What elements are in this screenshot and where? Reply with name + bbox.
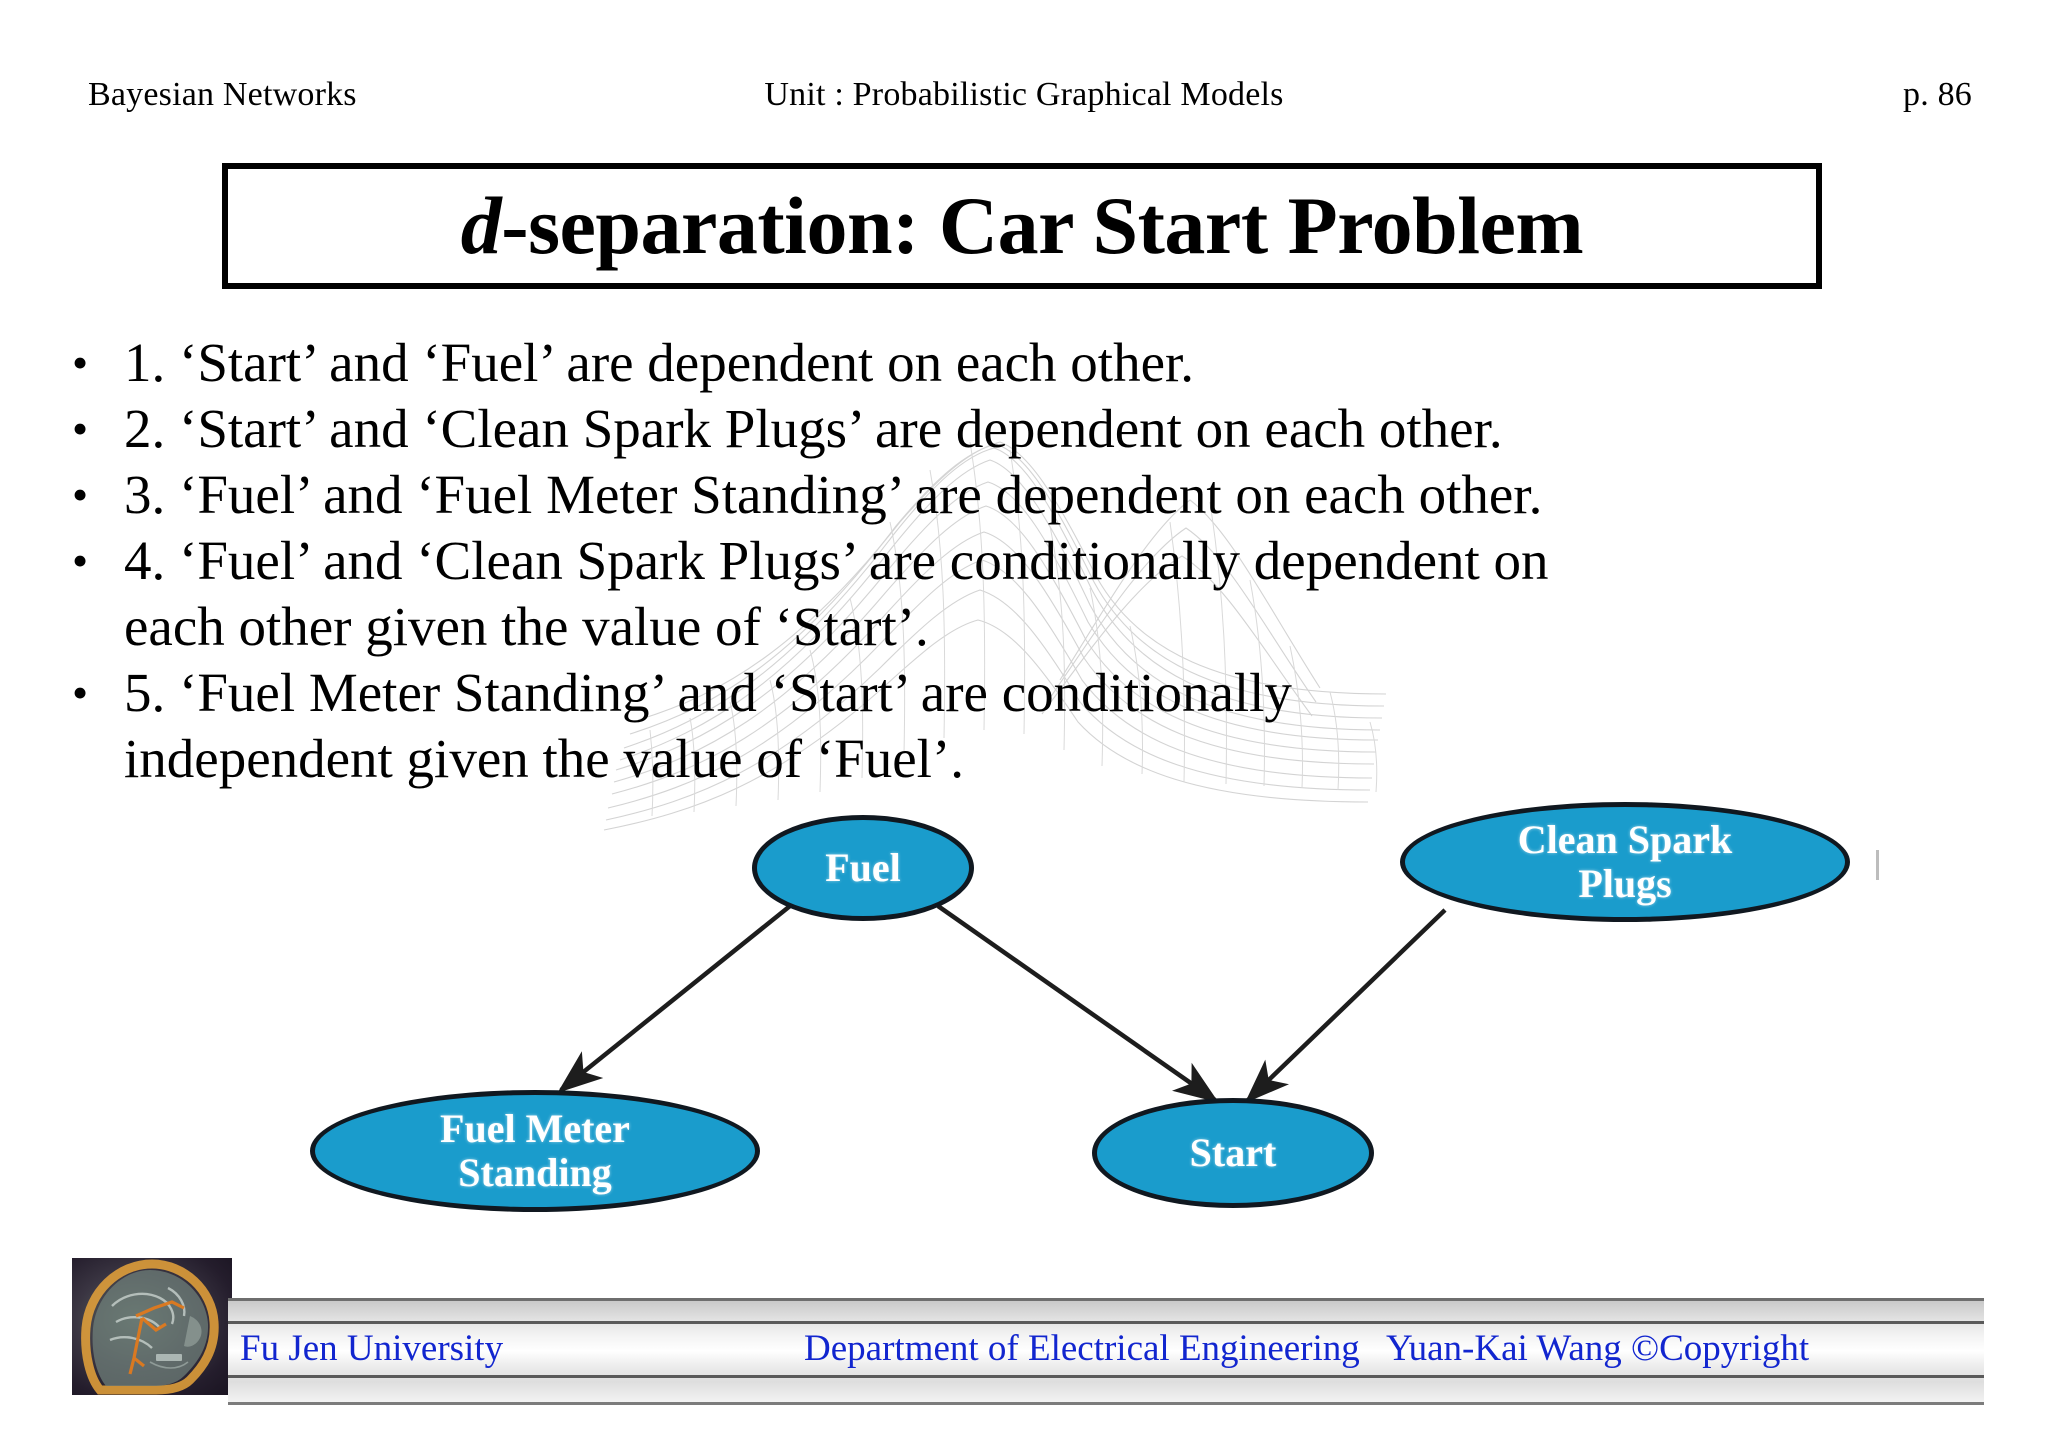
- brain-head-logo-icon: [72, 1258, 232, 1395]
- diagram-edges: [557, 904, 1447, 1104]
- list-item-continuation: each other given the value of ‘Start’.: [124, 596, 929, 657]
- node-start-label: Start: [1189, 1130, 1277, 1175]
- footer-bar: Fu Jen University Department of Electric…: [228, 1298, 1984, 1405]
- node-fuel-meter-standing[interactable]: Fuel Meter Standing: [310, 1090, 760, 1212]
- node-label-line-2: Standing: [458, 1150, 612, 1195]
- node-label-line-1: Fuel Meter: [440, 1106, 630, 1151]
- footer-copyright: Yuan-Kai Wang ©Copyright: [1386, 1328, 1810, 1369]
- list-item-text: 4. ‘Fuel’ and ‘Clean Spark Plugs’ are co…: [124, 530, 1549, 591]
- edge-fuel-to-fuel-meter-standing: [557, 904, 792, 1093]
- title-emphasis: d: [460, 180, 502, 271]
- node-start[interactable]: Start: [1092, 1098, 1374, 1208]
- bullet-dot-icon: •: [72, 469, 89, 520]
- list-item: • 1. ‘Start’ and ‘Fuel’ are dependent on…: [72, 330, 2032, 396]
- bullet-dot-icon: •: [72, 403, 89, 454]
- footer-university: Fu Jen University: [240, 1328, 504, 1369]
- bullet-dot-icon: •: [72, 667, 89, 718]
- footer: Fu Jen University Department of Electric…: [0, 1258, 2048, 1418]
- bullet-dot-icon: •: [72, 535, 89, 586]
- list-item: • 4. ‘Fuel’ and ‘Clean Spark Plugs’ are …: [72, 528, 2032, 594]
- edge-clean-spark-plugs-to-start: [1244, 908, 1447, 1104]
- footer-department: Department of Electrical Engineering: [804, 1328, 1360, 1369]
- node-fuel-label: Fuel: [825, 845, 901, 890]
- node-clean-spark-plugs-label: Clean Spark Plugs: [1518, 818, 1733, 906]
- edge-fuel-to-start: [936, 904, 1219, 1103]
- node-clean-spark-plugs[interactable]: Clean Spark Plugs: [1400, 802, 1850, 922]
- bayesian-network-diagram: Fuel Clean Spark Plugs Fuel Meter Standi…: [0, 760, 2048, 1230]
- list-item-text: 2. ‘Start’ and ‘Clean Spark Plugs’ are d…: [124, 398, 1503, 459]
- footer-rule-middle: [228, 1375, 1984, 1378]
- slide-title-box: d-separation: Car Start Problem: [222, 163, 1822, 289]
- list-item-text: 3. ‘Fuel’ and ‘Fuel Meter Standing’ are …: [124, 464, 1543, 525]
- list-item-text: 1. ‘Start’ and ‘Fuel’ are dependent on e…: [124, 332, 1195, 393]
- head-profile-graphic: [81, 1259, 219, 1395]
- title-rest: -separation: Car Start Problem: [501, 180, 1584, 271]
- list-item: • 3. ‘Fuel’ and ‘Fuel Meter Standing’ ar…: [72, 462, 2032, 528]
- page-title: d-separation: Car Start Problem: [461, 185, 1584, 267]
- list-item-continuation: independent given the value of ‘Fuel’.: [124, 728, 965, 789]
- node-fuel[interactable]: Fuel: [752, 815, 974, 921]
- node-label-line-1: Clean Spark: [1517, 817, 1733, 862]
- list-item-text: 5. ‘Fuel Meter Standing’ and ‘Start’ are…: [124, 662, 1292, 723]
- footer-rule-bottom: [228, 1402, 1984, 1405]
- stray-tick-mark: [1876, 850, 1879, 880]
- node-label-line-2: Plugs: [1578, 861, 1672, 906]
- node-fuel-meter-standing-label: Fuel Meter Standing: [440, 1107, 630, 1195]
- list-item: • 2. ‘Start’ and ‘Clean Spark Plugs’ are…: [72, 396, 2032, 462]
- header-course-title: Bayesian Networks: [88, 76, 357, 113]
- header-page-number: p. 86: [1903, 76, 1972, 113]
- list-item: • 5. ‘Fuel Meter Standing’ and ‘Start’ a…: [72, 660, 2032, 726]
- bullet-dot-icon: •: [72, 337, 89, 388]
- footer-rule-top: [228, 1321, 1984, 1324]
- header-unit-title: Unit : Probabilistic Graphical Models: [764, 76, 1284, 113]
- bullet-list: • 1. ‘Start’ and ‘Fuel’ are dependent on…: [72, 330, 2032, 792]
